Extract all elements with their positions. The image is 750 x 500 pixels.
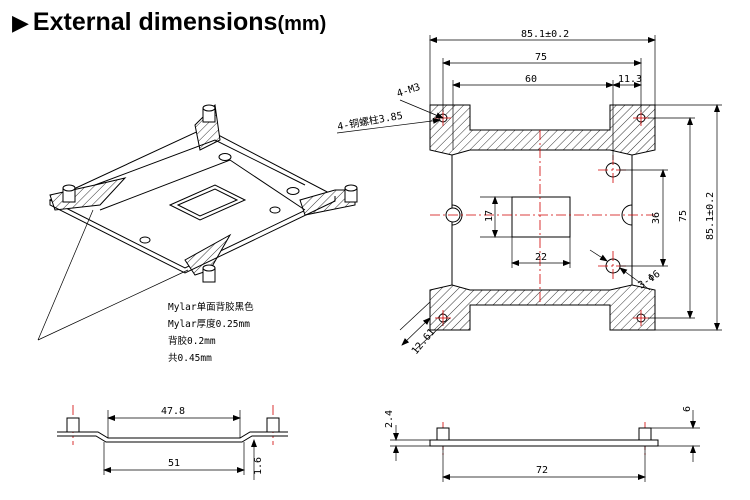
isometric-view: Mylar单面背胶黑色 Mylar厚度0.25mm 背胶0.2mm 共0.45m… [37,103,358,364]
dim-hole-width: 22 [535,252,547,263]
standoff-icon [344,184,358,203]
triangle-right-icon: ▶ [12,11,29,36]
hole-callout: 3-Φ6 [636,269,662,292]
standoff-icon [202,264,216,283]
standoff-icon [266,417,280,433]
thread-callout: 4-M3 [396,82,422,100]
standoff-callout: 4-铜螺柱3.85 [336,109,403,133]
top-view: 85.1±0.2 75 60 11.3 85.1±0.2 75 36 17 22… [336,29,722,357]
title-unit: (mm) [277,13,327,35]
dim-top-width: 47.8 [161,406,185,417]
dim-offset: 11.3 [618,74,642,85]
dim-standoff-height: 6 [682,406,693,412]
side-view-right: 2.4 6 72 [384,406,700,482]
dim-thickness: 1.6 [253,457,264,475]
mylar-note-3: 背胶0.2mm [168,335,216,347]
mylar-note-2: Mylar厚度0.25mm [168,318,250,330]
standoff-icon [62,184,76,203]
dim-hole-spacing-height: 75 [678,210,689,222]
dim-overall-width: 85.1±0.2 [521,29,569,40]
dim-overall-height: 85.1±0.2 [705,192,716,240]
dim-hole-spacing-width: 75 [535,52,547,63]
mylar-note-4: 共0.45mm [168,353,212,364]
side-view-left: 47.8 51 1.6 [57,405,288,480]
dim-corner-width: 12.61 [410,327,438,357]
standoff-icon [66,417,80,433]
dim-right-bottom-width: 72 [536,465,548,476]
dim-bottom-width: 51 [168,458,180,469]
dim-hole-height: 17 [484,210,495,222]
mylar-note-1: Mylar单面背胶黑色 [168,301,254,313]
standoff-icon [436,427,450,441]
title-text: External dimensions [32,8,278,36]
page-title: ▶ External dimensions (mm) [12,8,326,38]
dim-plate-thickness: 2.4 [384,410,395,428]
standoff-icon [638,427,652,441]
dim-small-spacing: 36 [651,212,662,224]
standoff-icon [202,104,216,123]
dim-inner-width: 60 [525,74,537,85]
